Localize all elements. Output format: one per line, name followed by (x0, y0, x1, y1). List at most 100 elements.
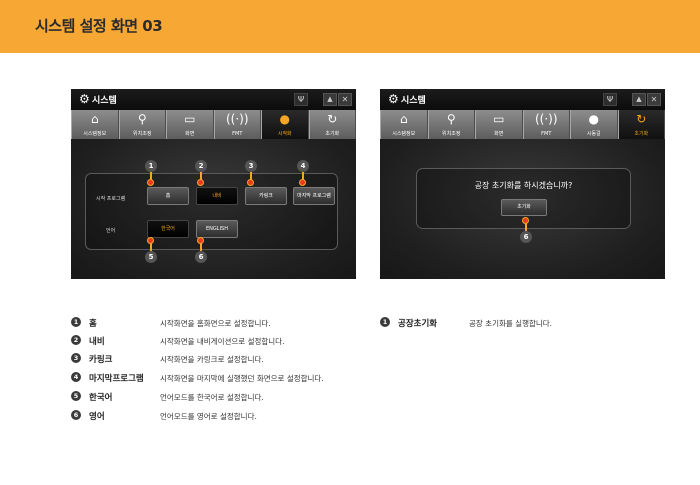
home-option-button[interactable]: 홈 (147, 187, 189, 205)
monitor-icon: ▭ (184, 112, 196, 126)
tab-label: 위치조정 (442, 131, 461, 137)
tab-start[interactable]: ● 시작화 (261, 110, 309, 139)
tab-screen[interactable]: ▭ 화면 (475, 110, 523, 139)
legend-number: 1 (71, 317, 81, 327)
close-button[interactable]: ✕ (338, 93, 352, 106)
legend-number: 6 (71, 410, 81, 420)
legend-description: 공장 초기화를 실행합니다. (469, 319, 553, 328)
tab-label: 화면 (185, 131, 195, 137)
legend-item: 5 한국어 언어모드를 한국어로 설정합니다. (71, 391, 371, 403)
callout-stem (200, 172, 202, 181)
settings-panel: 시작 프로그램 홈 내비 카링크 마지막 프로그램 언어 한국어 ENGLISH (85, 173, 338, 250)
settings-content: 시작 프로그램 홈 내비 카링크 마지막 프로그램 언어 한국어 ENGLISH… (71, 139, 356, 279)
tab-system-info[interactable]: ⌂ 시스템정보 (380, 110, 428, 139)
callout-marker: 6 (520, 231, 532, 243)
legend-number: 5 (71, 391, 81, 401)
search-icon: ⚲ (137, 112, 147, 126)
titlebar: ⚙ 시스템 Ψ ▲ ✕ (71, 89, 356, 110)
callout-marker: 6 (195, 251, 207, 263)
legend-term: 영어 (89, 412, 105, 422)
legend-term: 마지막프로그램 (89, 374, 144, 384)
legend-description: 언어모드를 영어로 설정합니다. (160, 412, 257, 421)
gear-icon: ⚙ (388, 92, 399, 106)
tab-screen[interactable]: ▭ 화면 (166, 110, 214, 139)
home-button[interactable]: ▲ (632, 93, 646, 106)
english-option-button[interactable]: ENGLISH (196, 220, 238, 238)
legend-start-program: 1 홈 시작화면을 홈화면으로 설정합니다. 2 내비 시작화면을 내비게이션으… (71, 317, 361, 427)
tab-label: 초기화 (634, 131, 649, 137)
callout-marker: 2 (195, 160, 207, 172)
legend-item: 1 홈 시작화면을 홈화면으로 설정합니다. (71, 317, 371, 329)
tab-label: FMT (232, 131, 243, 137)
callout-marker: 4 (297, 160, 309, 172)
home-icon: ⌂ (399, 112, 408, 126)
gear-icon: ⚙ (79, 92, 90, 106)
korean-option-button[interactable]: 한국어 (147, 220, 189, 238)
legend-description: 시작화면을 홈화면으로 설정합니다. (160, 319, 271, 328)
reset-content: 공장 초기화를 하시겠습니까? 초기화 6 (380, 139, 665, 279)
search-icon: ⚲ (446, 112, 456, 126)
tab-system-info[interactable]: ⌂ 시스템정보 (71, 110, 119, 139)
tab-label: FMT (541, 131, 552, 137)
callout-stem (150, 243, 152, 251)
legend-description: 시작화면을 카링크로 설정합니다. (160, 355, 264, 364)
legend-item: 2 내비 시작화면을 내비게이션으로 설정합니다. (71, 335, 371, 347)
tab-start[interactable]: ● 시동걸 (570, 110, 618, 139)
tab-label: 초기화 (325, 131, 340, 137)
callout-dot (299, 179, 306, 186)
callout-marker: 5 (145, 251, 157, 263)
last-program-option-button[interactable]: 마지막 프로그램 (293, 187, 335, 205)
carring-option-button[interactable]: 카링크 (245, 187, 287, 205)
callout-marker: 3 (245, 160, 257, 172)
home-icon: ⌂ (90, 112, 99, 126)
tab-position[interactable]: ⚲ 위치조정 (427, 110, 475, 139)
navi-option-button[interactable]: 내비 (196, 187, 238, 205)
legend-description: 시작화면을 내비게이션으로 설정합니다. (160, 337, 285, 346)
legend-term: 내비 (89, 337, 105, 347)
usb-icon: Ψ (603, 93, 617, 106)
system-screen-start-program: ⚙ 시스템 Ψ ▲ ✕ ⌂ 시스템정보 ⚲ 위치조정 ▭ 화면 ((·)) FM… (71, 89, 356, 279)
legend-item: 3 카링크 시작화면을 카링크로 설정합니다. (71, 353, 371, 365)
callout-marker: 1 (145, 160, 157, 172)
tab-label: 시스템정보 (392, 131, 416, 137)
page-title: 시스템 설정 화면 03 (35, 17, 163, 35)
home-button[interactable]: ▲ (323, 93, 337, 106)
legend-number: 2 (71, 335, 81, 345)
tab-position[interactable]: ⚲ 위치조정 (118, 110, 166, 139)
legend-item: 1 공장초기화 공장 초기화를 실행합니다. (380, 317, 680, 329)
bulb-icon: ● (588, 112, 599, 126)
tab-bar: ⌂ 시스템정보 ⚲ 위치조정 ▭ 화면 ((·)) FMT ● 시동걸 ↻ 초기… (380, 110, 665, 139)
legend-item: 4 마지막프로그램 시작화면을 마지막에 실행했던 화면으로 설정합니다. (71, 372, 371, 384)
signal-icon: ((·)) (534, 112, 558, 126)
close-button[interactable]: ✕ (647, 93, 661, 106)
dialog-message: 공장 초기화를 하시겠습니까? (474, 181, 573, 190)
page-header: 시스템 설정 화면 03 (0, 0, 700, 53)
monitor-icon: ▭ (493, 112, 505, 126)
tab-reset[interactable]: ↻ 초기화 (617, 110, 665, 139)
titlebar: ⚙ 시스템 Ψ ▲ ✕ (380, 89, 665, 110)
tab-bar: ⌂ 시스템정보 ⚲ 위치조정 ▭ 화면 ((·)) FMT ● 시작화 ↻ 초기… (71, 110, 356, 139)
legend-description: 시작화면을 마지막에 실행했던 화면으로 설정합니다. (160, 374, 324, 383)
window-title: 시스템 (401, 96, 426, 106)
callout-stem (150, 172, 152, 181)
callout-dot (147, 179, 154, 186)
tab-label: 시스템정보 (83, 131, 107, 137)
start-program-label: 시작 프로그램 (96, 196, 126, 202)
tab-fmt[interactable]: ((·)) FMT (213, 110, 261, 139)
tab-label: 위치조정 (133, 131, 152, 137)
callout-stem (302, 172, 304, 181)
callout-stem (200, 243, 202, 251)
callout-dot (247, 179, 254, 186)
signal-icon: ((·)) (225, 112, 249, 126)
window-title: 시스템 (92, 96, 117, 106)
reset-icon: ↻ (327, 112, 338, 126)
legend-description: 언어모드를 한국어로 설정합니다. (160, 393, 264, 402)
legend-number: 4 (71, 372, 81, 382)
tab-reset[interactable]: ↻ 초기화 (308, 110, 356, 139)
reset-icon: ↻ (636, 112, 647, 126)
usb-icon: Ψ (294, 93, 308, 106)
reset-button[interactable]: 초기화 (501, 199, 547, 216)
legend-number: 1 (380, 317, 390, 327)
tab-fmt[interactable]: ((·)) FMT (522, 110, 570, 139)
legend-factory-reset: 1 공장초기화 공장 초기화를 실행합니다. (380, 317, 670, 337)
